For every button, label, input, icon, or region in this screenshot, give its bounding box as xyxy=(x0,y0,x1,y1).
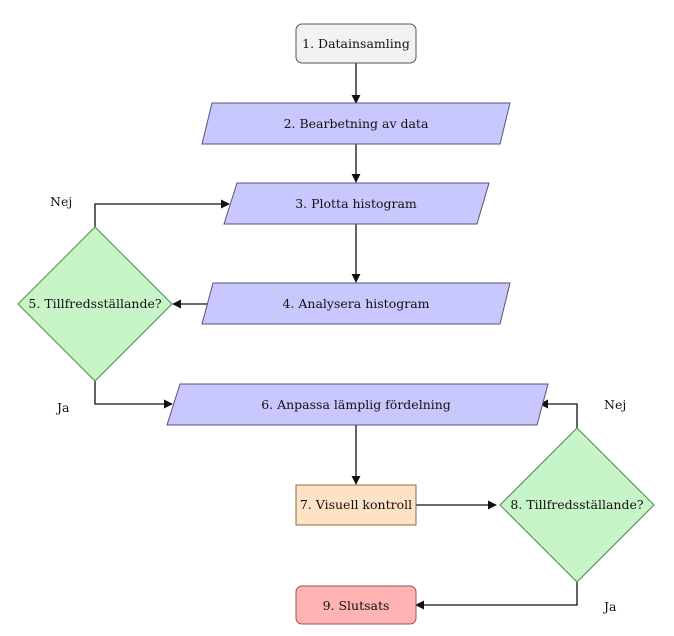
node-data-collection-shape xyxy=(295,23,417,64)
node-fit-distribution-label: 6. Anpassa lämplig fördelning xyxy=(261,397,451,412)
node-data-collection-label: 1. Datainsamling xyxy=(302,36,410,51)
node-data-collection: 1. Datainsamling xyxy=(295,23,417,64)
edge-label-decision-2-no: Nej xyxy=(604,397,626,412)
node-data-processing: 2. Bearbetning av data xyxy=(201,102,511,145)
node-conclusion-shape xyxy=(295,585,417,625)
node-plot-histogram-label: 3. Plotta histogram xyxy=(295,196,417,211)
edge-5-no-to-3 xyxy=(94,199,230,227)
node-fit-distribution-shape xyxy=(166,383,549,426)
node-data-processing-label: 2. Bearbetning av data xyxy=(284,116,429,131)
edge-8-yes-to-9 xyxy=(415,582,578,610)
node-decision-1: 5. Tillfredsställande? xyxy=(17,226,173,382)
edge-8-no-to-6 xyxy=(539,399,578,428)
edge-label-decision-1-yes: Ja xyxy=(55,400,70,415)
node-analyze-histogram: 4. Analysera histogram xyxy=(201,282,511,325)
node-visual-check-label: 7. Visuell kontroll xyxy=(300,497,412,512)
node-data-processing-shape xyxy=(201,102,511,145)
node-visual-check: 7. Visuell kontroll xyxy=(295,484,417,526)
node-decision-1-shape xyxy=(17,226,173,382)
node-decision-1-label: 5. Tillfredsställande? xyxy=(28,296,161,311)
node-plot-histogram: 3. Plotta histogram xyxy=(223,182,490,225)
node-analyze-histogram-label: 4. Analysera histogram xyxy=(283,296,430,311)
node-decision-2: 8. Tillfredsställande? xyxy=(499,427,655,583)
node-decision-2-label: 8. Tillfredsställande? xyxy=(510,497,643,512)
edge-label-decision-1-no: Nej xyxy=(50,194,72,209)
node-conclusion-label: 9. Slutsats xyxy=(323,598,390,613)
node-plot-histogram-shape xyxy=(223,182,490,225)
node-visual-check-shape xyxy=(295,484,417,526)
node-analyze-histogram-shape xyxy=(201,282,511,325)
node-conclusion: 9. Slutsats xyxy=(295,585,417,625)
node-decision-2-shape xyxy=(499,427,655,583)
node-fit-distribution: 6. Anpassa lämplig fördelning xyxy=(166,383,549,426)
edge-label-decision-2-yes: Ja xyxy=(602,599,617,614)
edge-5-yes-to-6 xyxy=(94,381,173,409)
edges xyxy=(94,63,578,610)
